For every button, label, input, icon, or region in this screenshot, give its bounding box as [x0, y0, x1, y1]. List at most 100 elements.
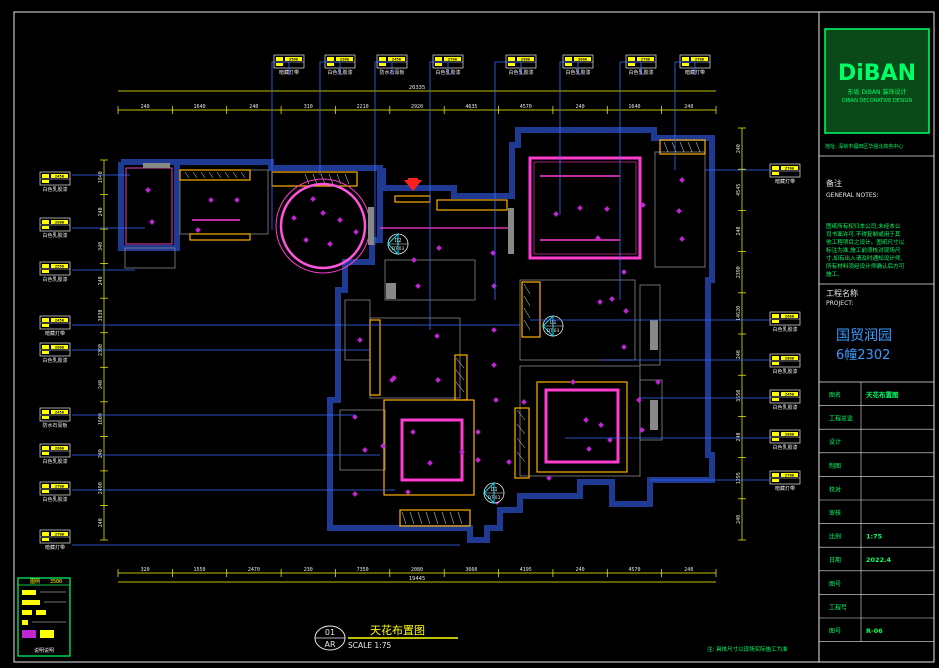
dimension-value: 240	[98, 380, 104, 389]
downlight-icon	[490, 250, 496, 256]
downlight-icon	[604, 206, 610, 212]
downlight-icon	[352, 491, 358, 497]
company-logo-box	[824, 28, 930, 134]
drawing-border	[13, 11, 935, 663]
dimension-value: 240	[684, 567, 693, 573]
downlight-icon	[655, 379, 661, 385]
downlight-icon	[459, 449, 465, 455]
dimension-value: 1940	[98, 171, 104, 183]
downlight-icon	[291, 215, 297, 221]
downlight-icon	[598, 422, 604, 428]
company-logo: DiBAN	[838, 61, 916, 86]
title-row-value: 1:75	[866, 533, 883, 541]
dimension-value: 310	[304, 104, 313, 110]
tag-height-code: 2450	[55, 174, 65, 179]
overall-dimension: 20335	[409, 85, 426, 91]
downlight-icon	[337, 217, 343, 223]
downlight-icon	[362, 447, 368, 453]
tag-material: 白色乳胶漆	[42, 232, 67, 239]
dimension-value: 340	[98, 242, 104, 251]
downlight-icon	[303, 237, 309, 243]
dimension-value: 2080	[411, 567, 423, 573]
downlight-icon	[491, 283, 497, 289]
dimension-value: 240	[98, 276, 104, 285]
tag-material: 白色乳胶漆	[42, 357, 67, 364]
section-marker-id: D1	[490, 487, 497, 493]
tag-height-code: 2700	[55, 484, 65, 489]
downlight-icon	[149, 219, 155, 225]
tag-material: 白色乳胶漆	[42, 496, 67, 503]
downlight-icon	[352, 414, 358, 420]
dimension-value: 240	[249, 104, 258, 110]
drawing-name: 天花布置图	[370, 624, 425, 637]
tag-height-code: 2450	[392, 57, 402, 62]
dimension-value: 240	[98, 449, 104, 458]
entrance-arrow-icon	[404, 180, 422, 191]
tag-height-code: 2700	[785, 166, 795, 171]
downlight-icon	[310, 196, 316, 202]
company-logo-subtitle-cn: 东坂 DIBAN 装饰设计	[848, 88, 907, 96]
downlight-icon	[320, 210, 326, 216]
downlight-icon	[234, 197, 240, 203]
downlight-icon	[621, 269, 627, 275]
leader-line	[559, 61, 579, 215]
dimension-value: 3660	[465, 567, 477, 573]
tag-height-code: 2600	[785, 314, 795, 319]
title-row-label: 图号	[829, 628, 841, 635]
outer-walls	[118, 127, 715, 543]
downlight-icon	[583, 417, 589, 423]
downlight-icon	[595, 235, 601, 241]
downlight-icon	[410, 429, 416, 435]
dimension-value: 4195	[520, 567, 532, 573]
dimension-value: 14620	[736, 306, 742, 321]
dimension-value: 1550	[194, 567, 206, 573]
notes-label: 备注	[826, 178, 842, 188]
dimension-value: 240	[576, 567, 585, 573]
dimension-value: 2210	[357, 104, 369, 110]
downlight-icon	[415, 283, 421, 289]
downlight-icon	[636, 397, 642, 403]
dimension-value: 1640	[194, 104, 206, 110]
downlight-icon	[623, 308, 629, 314]
title-row-label: 日期	[829, 556, 841, 564]
drawing-title: 01 AR 天花布置图 SCALE 1:75	[314, 624, 458, 651]
downlight-icon	[493, 397, 499, 403]
dimension-value: 240	[736, 226, 742, 235]
downlight-icon	[640, 202, 646, 208]
leader-line	[674, 61, 696, 170]
tag-height-code: 2800	[785, 356, 795, 361]
downlight-icon	[411, 257, 417, 263]
leader-line	[319, 61, 341, 175]
downlight-icon	[405, 489, 411, 495]
notes-line: 图纸所有权归本公司,未经本公	[826, 222, 901, 230]
title-row-label: 图名	[829, 391, 841, 399]
section-marker-ref: DT-03	[488, 495, 501, 500]
title-row-label: 图号	[829, 581, 841, 588]
dimension-value: 240	[98, 518, 104, 527]
leader-line	[494, 61, 522, 300]
legend-panel: 图例 3500 说明说明	[17, 577, 71, 657]
tag-height-code: 2450	[785, 392, 795, 397]
dimension-value: 4545	[736, 184, 742, 196]
drawing-number: 01	[325, 628, 335, 637]
downlight-icon	[586, 446, 592, 452]
dimension-value: 2490	[98, 482, 104, 494]
section-marker-id: D1	[549, 320, 556, 326]
tag-material: 白色乳胶漆	[772, 444, 797, 451]
title-row-label: 比例	[829, 533, 841, 541]
dimension-value: 3830	[98, 309, 104, 321]
leader-line	[429, 61, 449, 330]
tag-material: 暗藏灯带	[45, 330, 65, 337]
downlight-icon	[195, 227, 201, 233]
